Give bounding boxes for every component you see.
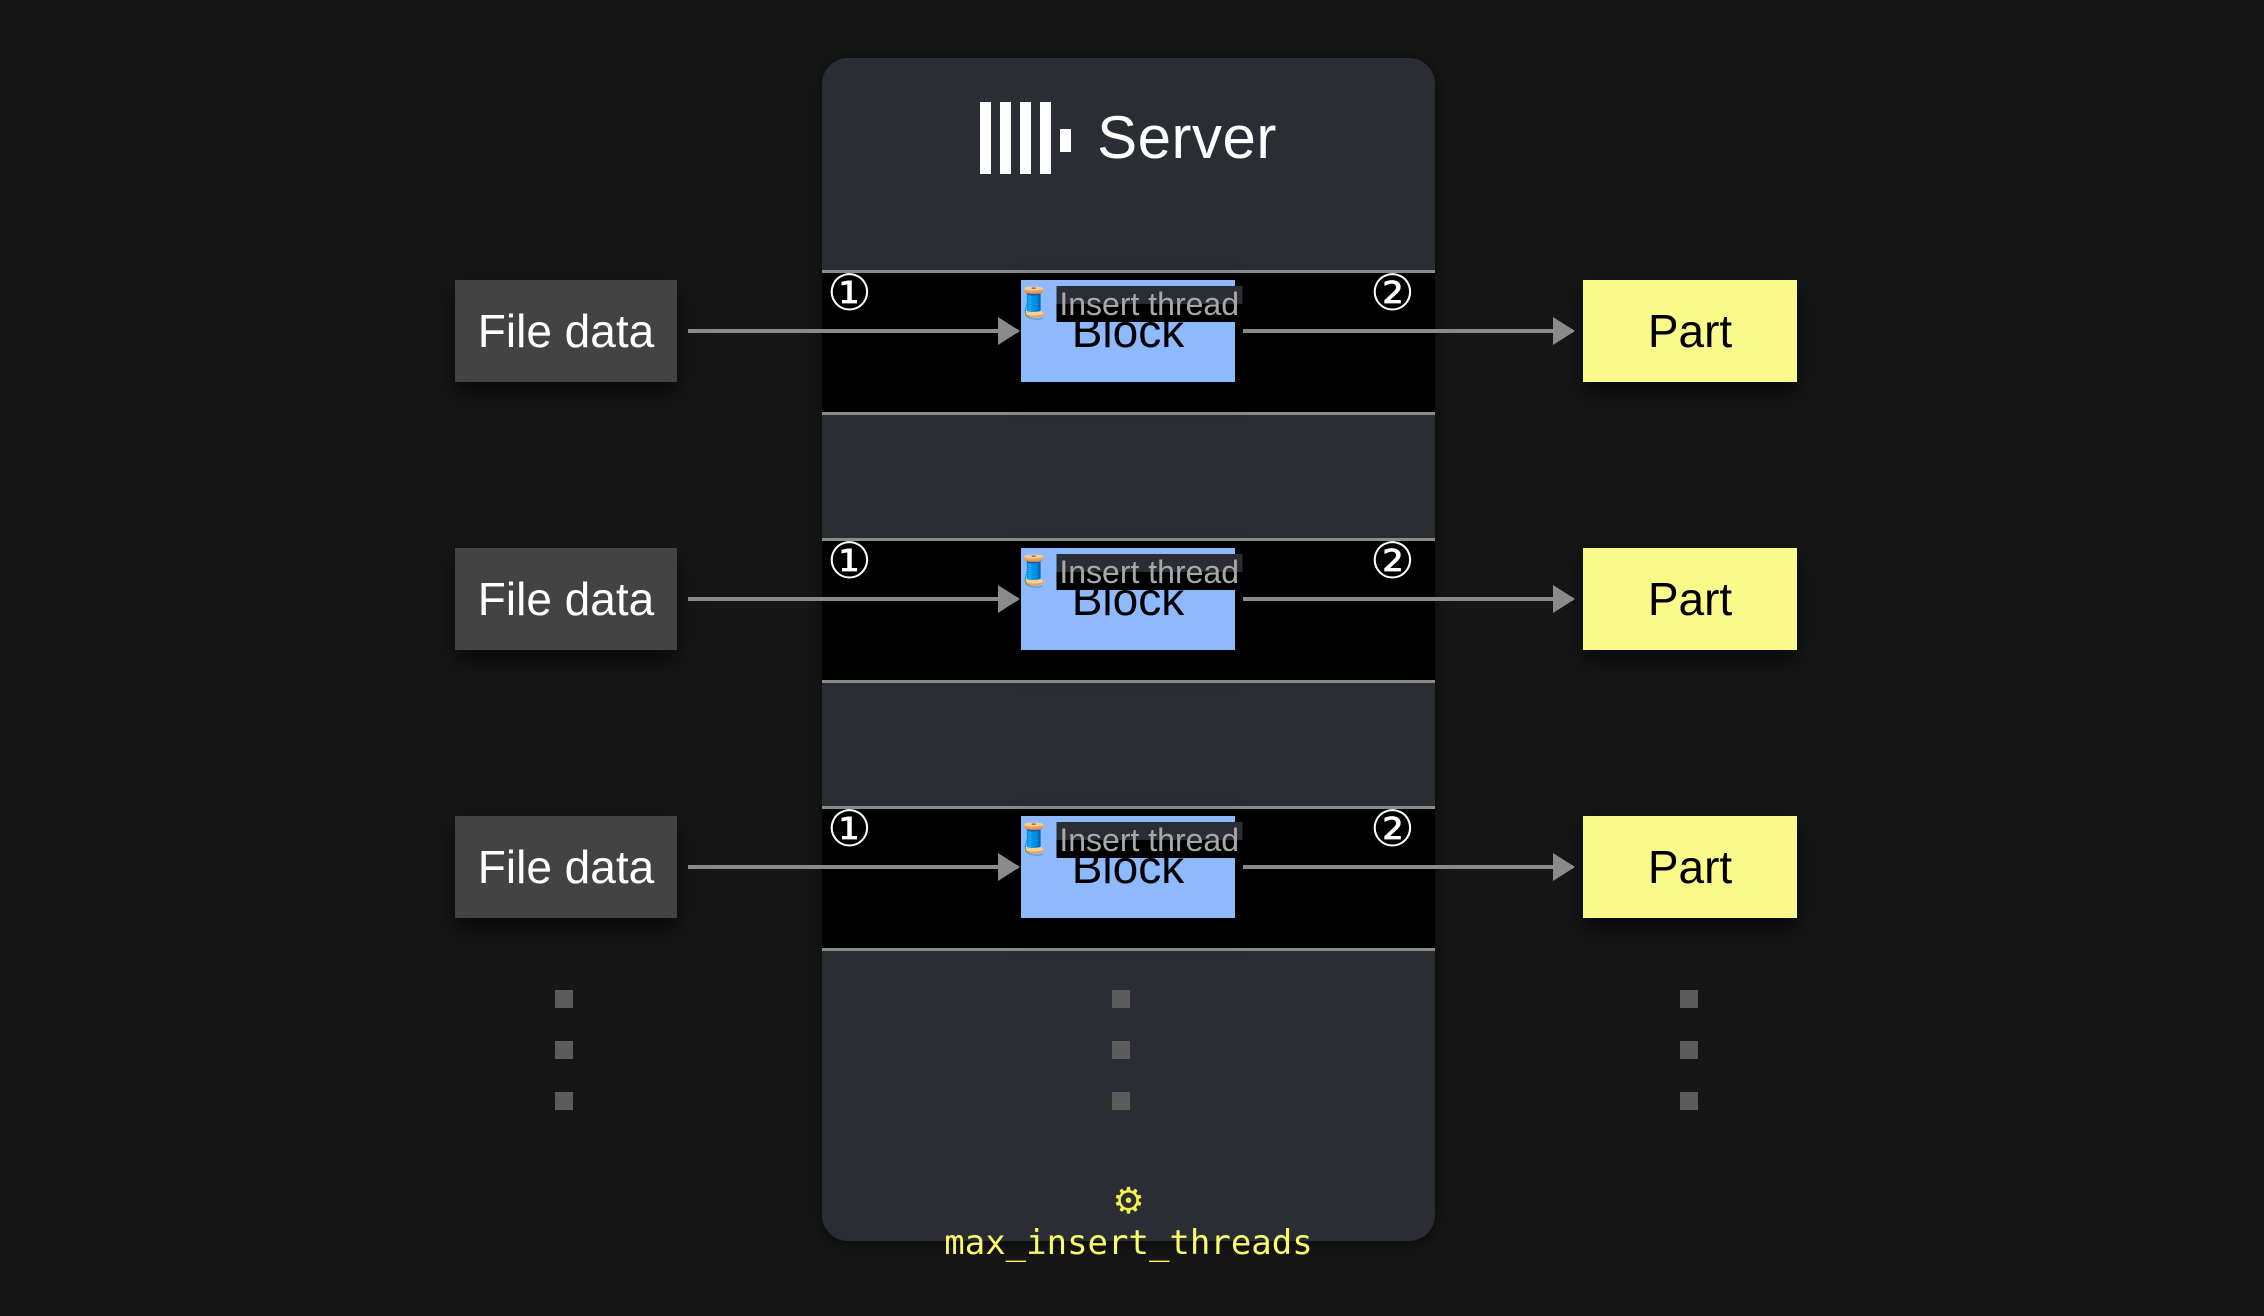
clickhouse-logo-icon xyxy=(980,102,1072,174)
insert-thread-label-2: 🧵 Insert thread xyxy=(1014,554,1243,590)
step-number-2-row-3: ② xyxy=(1370,801,1415,857)
ellipsis-dot xyxy=(555,990,573,1008)
server-panel-header: Server xyxy=(822,58,1435,218)
step-number-1-row-1: ① xyxy=(827,265,872,321)
arrow-block-to-part-2 xyxy=(1243,597,1573,601)
insert-thread-text-2: Insert thread xyxy=(1056,554,1243,590)
insert-thread-text-1: Insert thread xyxy=(1056,286,1243,322)
file-data-box-1: File data xyxy=(455,280,677,382)
part-box-3: Part xyxy=(1583,816,1797,918)
logo-bar-3 xyxy=(1020,102,1032,174)
insert-thread-label-1: 🧵 Insert thread xyxy=(1014,286,1243,322)
arrow-file-to-block-2 xyxy=(688,597,1018,601)
file-data-box-3: File data xyxy=(455,816,677,918)
insert-thread-label-3: 🧵 Insert thread xyxy=(1014,822,1243,858)
step-number-1-row-2: ① xyxy=(827,533,872,589)
arrow-file-to-block-1 xyxy=(688,329,1018,333)
part-box-1: Part xyxy=(1583,280,1797,382)
ellipsis-dot xyxy=(555,1092,573,1110)
arrow-block-to-part-3 xyxy=(1243,865,1573,869)
thread-spool-icon-3: 🧵 xyxy=(1014,823,1053,856)
file-data-label-1: File data xyxy=(477,305,655,357)
step-number-1-row-3: ① xyxy=(827,801,872,857)
step-number-2-row-2: ② xyxy=(1370,533,1415,589)
gear-icon: ⚙ xyxy=(1112,1180,1145,1221)
file-data-label-3: File data xyxy=(477,841,655,893)
ellipsis-dot xyxy=(1112,1092,1130,1110)
part-box-2: Part xyxy=(1583,548,1797,650)
setting-name-label: max_insert_threads xyxy=(944,1223,1313,1263)
ellipsis-left xyxy=(555,990,573,1110)
server-panel: Server 🧵 Insert thread 🧵 Insert thread 🧵… xyxy=(822,58,1435,1260)
logo-bar-4 xyxy=(1040,102,1052,174)
ellipsis-center xyxy=(1112,990,1130,1110)
insert-thread-text-3: Insert thread xyxy=(1056,822,1243,858)
file-data-label-2: File data xyxy=(477,573,655,625)
step-number-2-row-1: ② xyxy=(1370,265,1415,321)
part-label-2: Part xyxy=(1647,573,1733,625)
part-label-1: Part xyxy=(1647,305,1733,357)
server-title: Server xyxy=(1097,104,1277,171)
part-label-3: Part xyxy=(1647,841,1733,893)
max-insert-threads-setting: ⚙ max_insert_threads xyxy=(822,1180,1435,1263)
ellipsis-right xyxy=(1680,990,1698,1110)
ellipsis-dot xyxy=(1680,1092,1698,1110)
logo-bar-2 xyxy=(1000,102,1012,174)
arrow-block-to-part-1 xyxy=(1243,329,1573,333)
ellipsis-dot xyxy=(555,1041,573,1059)
logo-bar-1 xyxy=(980,102,992,174)
file-data-box-2: File data xyxy=(455,548,677,650)
ellipsis-dot xyxy=(1680,990,1698,1008)
arrow-file-to-block-3 xyxy=(688,865,1018,869)
thread-spool-icon-1: 🧵 xyxy=(1014,287,1053,320)
ellipsis-dot xyxy=(1680,1041,1698,1059)
logo-bar-short xyxy=(1060,129,1072,152)
ellipsis-dot xyxy=(1112,1041,1130,1059)
thread-spool-icon-2: 🧵 xyxy=(1014,555,1053,588)
ellipsis-dot xyxy=(1112,990,1130,1008)
